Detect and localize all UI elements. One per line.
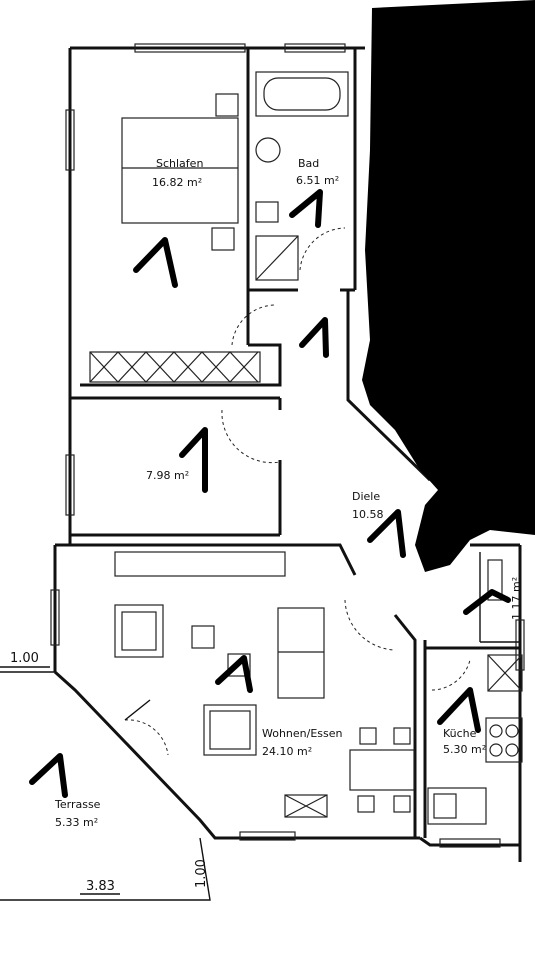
kueche-name: Küche: [443, 727, 477, 740]
marker-kueche: [437, 687, 481, 733]
dimension-terrace-bottom: 1.00: [194, 859, 209, 888]
bad-area: 6.51 m²: [296, 174, 339, 187]
interior-walls: [0, 48, 520, 901]
windows: [50, 43, 525, 848]
wohnen-name: Wohnen/Essen: [262, 727, 343, 740]
exterior-walls: [53, 46, 522, 862]
marker-schlafen: [133, 237, 178, 288]
marker-bad: [289, 189, 323, 228]
terrasse-area: 5.33 m²: [55, 816, 98, 829]
marker-diele: [367, 509, 406, 558]
dimension-terrace-left: 1.00: [10, 651, 39, 666]
diele-name: Diele: [352, 490, 380, 503]
kueche-area: 5.30 m²: [443, 743, 486, 756]
marker-wohnen: [215, 655, 253, 693]
marker-abstell: [463, 589, 511, 615]
schlafen-area: 16.82 m²: [152, 176, 202, 189]
abstell-area: 1.17 m²: [510, 577, 523, 620]
bad-name: Bad: [298, 157, 319, 170]
diele-area: 10.58: [352, 508, 384, 521]
terrasse-name: Terrasse: [54, 798, 101, 811]
redaction-blob: [362, 0, 535, 572]
dimension-terrace-width: 3.83: [86, 879, 115, 894]
wohnen-area: 24.10 m²: [262, 745, 312, 758]
room-labels: Schlafen 16.82 m² Bad 6.51 m² 7.98 m² Di…: [54, 157, 523, 829]
door-swings: [124, 227, 471, 756]
zimmer-area: 7.98 m²: [146, 469, 189, 482]
marker-flur: [299, 317, 329, 358]
dimension-labels: 1.00 3.83 1.00: [0, 651, 209, 895]
handwritten-markers: [29, 189, 511, 798]
fixtures: [89, 71, 523, 825]
schlafen-name: Schlafen: [156, 157, 203, 170]
marker-zimmer: [179, 427, 208, 493]
marker-terrasse: [29, 753, 68, 798]
